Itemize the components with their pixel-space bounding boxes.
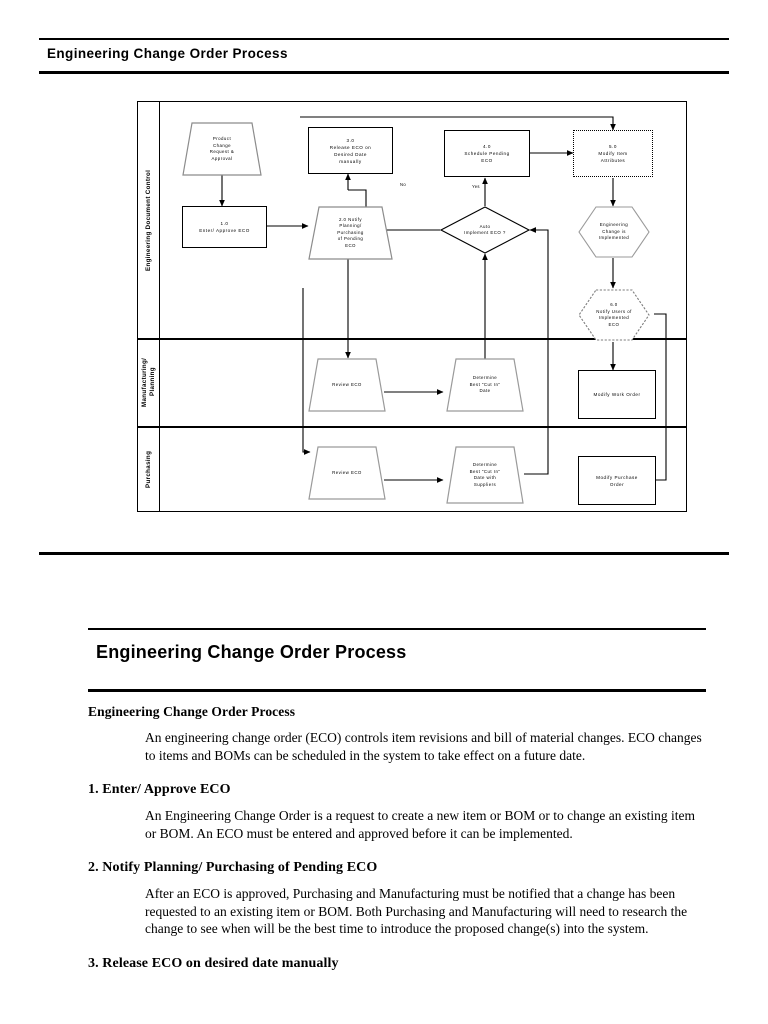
item-heading-3: 3. Release ECO on desired date manually [88,955,339,971]
node-mfg-determine-cutin-date[interactable]: Determine Best "Cut In" Date [446,358,524,412]
page-title: Engineering Change Order Process [47,46,288,61]
node-label: Product Change Request & Approval [209,136,235,161]
node-modify-work-order[interactable]: Modify Work Order [578,370,656,419]
edge-label-no: No [400,182,406,187]
node-label: Review ECO [332,469,362,475]
node-mfg-review-eco[interactable]: Review ECO [308,358,386,412]
node-modify-purchase-order[interactable]: Modify Purchase Order [578,456,656,505]
node-label: 3.0 Release ECO on Desired Date manually [329,137,372,164]
swimlane-divider-1 [138,338,686,340]
document-body: Engineering Change Order Process Enginee… [88,628,706,972]
node-schedule-pending-eco[interactable]: 4.0 Schedule Pending ECO [444,130,530,177]
node-engineering-change-implemented[interactable]: Engineering Change is Implemented [578,206,650,258]
node-label: Determine Best "Cut In" Date [469,375,501,394]
node-label: 5.0 Modify Item Attributes [598,144,628,163]
node-label: Determine Best "Cut In" Date with Suppli… [469,462,501,487]
doc-rule-thick [88,688,706,693]
node-label: 4.0 Schedule Pending ECO [464,144,510,163]
item-heading-2: 2. Notify Planning/ Purchasing of Pendin… [88,860,378,876]
swimlane-label-engineering-document-control: Engineering Document Control [145,169,152,271]
swimlane-label-manufacturing-planning: Manufacturing/ Planning [141,357,156,407]
header-rule-bottom [39,71,729,74]
node-enter-approve-eco[interactable]: 1.0 Enter/ Approve ECO [182,206,267,248]
node-label: Engineering Change is Implemented [598,222,630,241]
page-separator-rule [39,552,729,555]
swimlane-divider-2 [138,426,686,428]
flowchart-frame: Engineering Document Control Manufacturi… [137,101,687,512]
item-body-1: An Engineering Change Order is a request… [145,808,695,841]
node-product-change-request[interactable]: Product Change Request & Approval [182,122,262,176]
node-release-eco-manually[interactable]: 3.0 Release ECO on Desired Date manually [308,127,393,174]
swimlane-label-purchasing: Purchasing [145,450,152,489]
page-header: Engineering Change Order Process [39,38,729,74]
node-notify-users-implemented-eco[interactable]: 6.0 Notify Users of Implemented ECO [578,288,650,342]
node-pur-determine-cutin-date-with-suppliers[interactable]: Determine Best "Cut In" Date with Suppli… [446,446,524,504]
node-label: Modify Work Order [593,392,641,397]
section-heading: Engineering Change Order Process [88,704,296,720]
node-label: Review ECO [332,381,362,387]
swimlane-label-column [138,102,160,511]
node-modify-item-attributes[interactable]: 5.0 Modify Item Attributes [573,130,653,177]
header-rule-top [39,38,729,40]
document-title: Engineering Change Order Process [96,641,407,662]
node-label: 1.0 Enter/ Approve ECO [199,221,250,233]
node-label: Modify Purchase Order [596,474,638,487]
node-label: 6.0 Notify Users of Implemented ECO [596,302,632,327]
node-auto-implement-eco-decision[interactable]: Auto Implement ECO ? [440,206,530,254]
node-label: Auto Implement ECO ? [464,223,506,236]
item-heading-1: 1. Enter/ Approve ECO [88,782,231,798]
item-body-2: After an ECO is approved, Purchasing and… [145,886,688,937]
node-notify-planning-purchasing[interactable]: 2.0 Notify Planning/ Purchasing of Pendi… [308,206,393,260]
node-pur-review-eco[interactable]: Review ECO [308,446,386,500]
edge-label-yes: Yes [472,184,480,189]
doc-rule-thin [88,628,706,630]
section-intro-paragraph: An engineering change order (ECO) contro… [145,730,702,763]
node-label: 2.0 Notify Planning/ Purchasing of Pendi… [337,216,364,248]
